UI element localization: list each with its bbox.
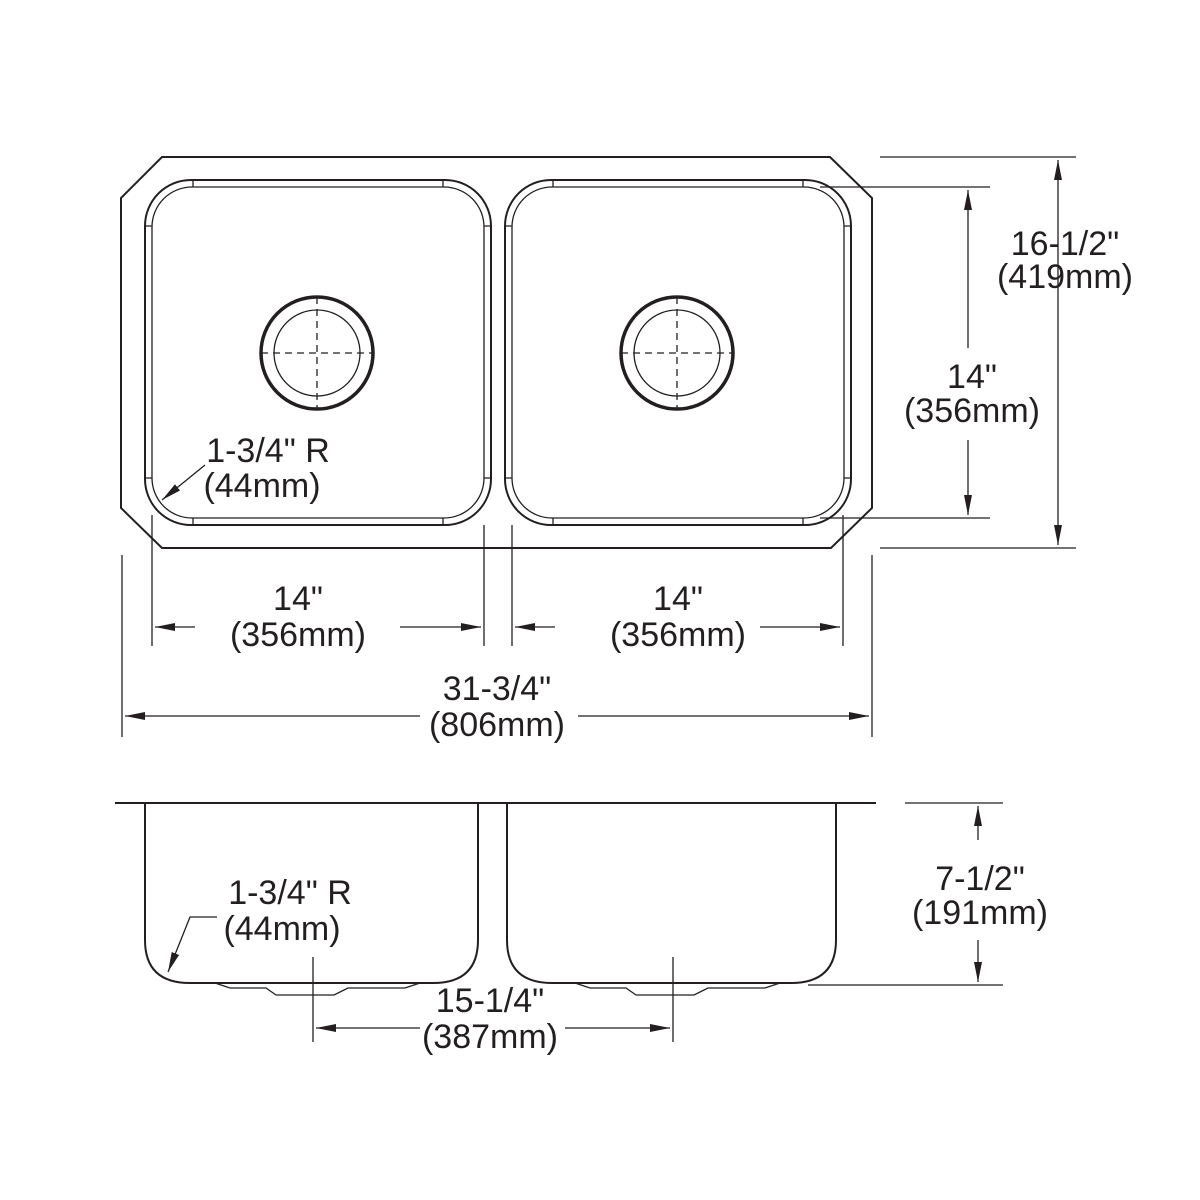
- left-drain: [259, 295, 375, 411]
- left-width-imperial: 14": [273, 580, 323, 618]
- overall-width-imperial: 31-3/4": [443, 670, 551, 708]
- left-drain-flange: [214, 982, 421, 996]
- bowl-height-imperial: 7-1/2": [935, 860, 1025, 898]
- drain-spacing-imperial: 15-1/4": [436, 982, 544, 1020]
- overall-depth-imperial: 16-1/2": [1011, 225, 1119, 263]
- corner-radius-imperial: 1-3/4" R: [206, 432, 330, 470]
- right-drain-flange: [574, 982, 781, 996]
- corner-radius-metric: (44mm): [203, 467, 320, 505]
- right-width-metric: (356mm): [610, 616, 746, 654]
- top-view: 16-1/2" (419mm) 14" (356mm) 1-3/4" R (44…: [120, 156, 1133, 744]
- side-view: 15-1/4" (387mm) 7-1/2" (191mm) 1-3/4" R …: [115, 802, 1048, 1056]
- right-bowl-profile: [506, 803, 837, 984]
- right-drain: [619, 295, 735, 411]
- left-bowl-profile: [144, 803, 479, 984]
- right-width-imperial: 14": [653, 580, 703, 618]
- overall-depth-metric: (419mm): [997, 258, 1133, 296]
- bowl-height-metric: (191mm): [912, 894, 1048, 932]
- right-bowl: [504, 179, 852, 526]
- side-radius-imperial: 1-3/4" R: [228, 874, 352, 912]
- bowl-depth-imperial: 14": [947, 358, 997, 396]
- left-width-metric: (356mm): [230, 616, 366, 654]
- drain-spacing-metric: (387mm): [422, 1018, 558, 1056]
- side-radius-metric: (44mm): [223, 910, 340, 948]
- overall-width-metric: (806mm): [429, 706, 565, 744]
- left-bowl: [144, 179, 492, 526]
- flange-outline: [120, 156, 873, 549]
- bowl-depth-metric: (356mm): [904, 392, 1040, 430]
